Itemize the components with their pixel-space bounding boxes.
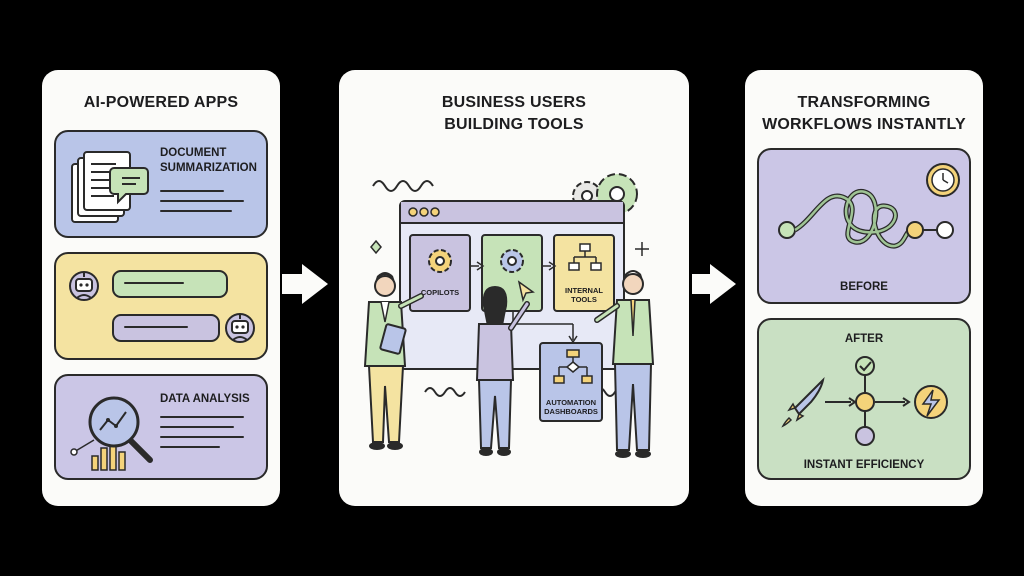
text-line xyxy=(160,416,244,418)
gear-icon xyxy=(428,249,452,273)
before-card: BEFORE xyxy=(757,148,971,304)
chatbot-card xyxy=(54,252,268,360)
text-line xyxy=(160,446,220,448)
document-chat-icon xyxy=(71,151,149,223)
robot-avatar-icon xyxy=(69,271,99,301)
text-line xyxy=(160,190,224,192)
window-titlebar xyxy=(401,202,623,224)
data-analysis-label: DATA ANALYSIS xyxy=(160,393,250,405)
business-users-panel: BUSINESS USERS BUILDING TOOLS xyxy=(339,70,689,506)
ai-powered-apps-title: AI-POWERED APPS xyxy=(83,94,239,111)
automation-dashboards-tile: AUTOMATION DASHBOARDS xyxy=(539,342,603,422)
text-line xyxy=(124,282,184,284)
sparkle-icon xyxy=(635,242,649,256)
robot-avatar-icon xyxy=(225,313,255,343)
document-summarization-label: DOCUMENT SUMMARIZATION xyxy=(160,147,257,174)
lightning-bolt-icon xyxy=(914,385,948,419)
text-line xyxy=(160,436,244,438)
after-label: AFTER xyxy=(844,333,884,345)
internal-tools-label: INTERNAL TOOLS xyxy=(565,286,603,304)
person-presenting-illustration xyxy=(594,270,655,458)
text-line xyxy=(124,326,188,328)
cursor-icon xyxy=(517,280,535,303)
business-users-title: BUSINESS USERS BUILDING TOOLS xyxy=(441,94,587,133)
ai-powered-apps-panel: AI-POWERED APPS DOCUMENT SUMMARIZATION xyxy=(42,70,280,506)
chat-bubble-incoming xyxy=(112,270,228,298)
person-pointing-illustration xyxy=(475,286,530,456)
gear-icon xyxy=(500,249,524,273)
data-analysis-card: DATA ANALYSIS xyxy=(54,374,268,480)
text-line xyxy=(160,200,244,202)
flowchart-icon xyxy=(553,349,593,384)
flowchart-icon xyxy=(568,243,602,271)
document-summarization-card: DOCUMENT SUMMARIZATION xyxy=(54,130,268,238)
before-label: BEFORE xyxy=(840,281,888,293)
automation-dashboards-label: AUTOMATION DASHBOARDS xyxy=(544,398,598,416)
squiggle-decoration xyxy=(372,180,434,192)
rocket-icon xyxy=(781,376,825,428)
text-line xyxy=(160,426,234,428)
copilots-label: COPILOTS xyxy=(420,288,460,297)
tangled-workflow-icon xyxy=(778,163,960,249)
transforming-workflows-title: TRANSFORMING WORKFLOWS INSTANTLY xyxy=(762,94,966,133)
squiggle-decoration xyxy=(424,387,466,397)
window-controls-icon xyxy=(408,207,440,217)
person-with-tablet-illustration xyxy=(363,272,424,450)
magnifier-chart-icon xyxy=(70,396,153,471)
transforming-workflows-panel: TRANSFORMING WORKFLOWS INSTANTLY BEFORE … xyxy=(745,70,983,506)
instant-efficiency-label: INSTANT EFFICIENCY xyxy=(803,459,925,471)
text-line xyxy=(160,210,232,212)
chat-bubble-outgoing xyxy=(112,314,220,342)
streamlined-workflow-icon xyxy=(781,356,948,446)
internal-tools-tile: INTERNAL TOOLS xyxy=(553,234,615,312)
after-card: AFTER INSTANT EFFICIENCY xyxy=(757,318,971,480)
sparkle-icon xyxy=(370,239,382,255)
